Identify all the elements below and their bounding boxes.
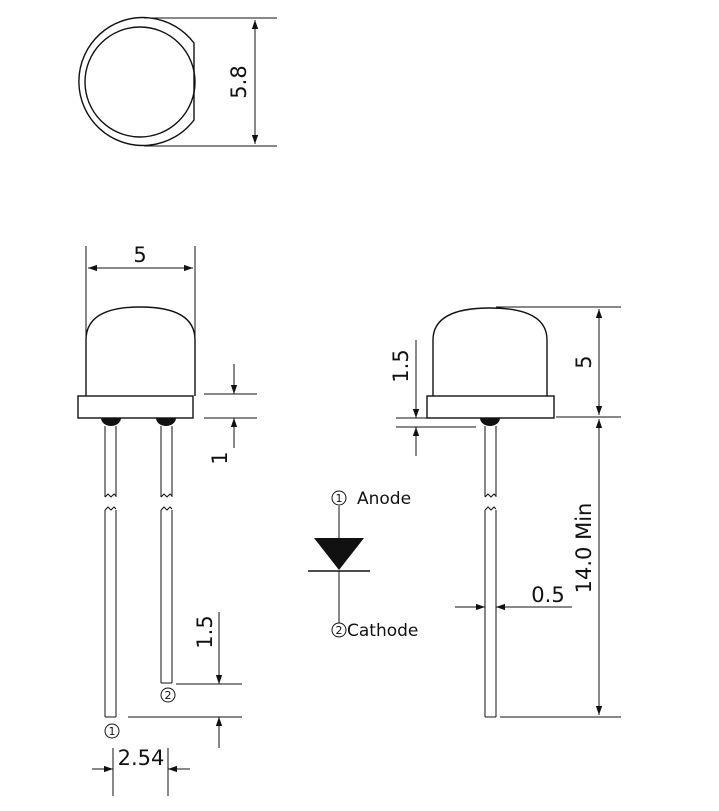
- front-lead-offset-label: 1.5: [193, 615, 217, 648]
- flange-side: [426, 395, 555, 419]
- lead-pin1: [104, 426, 117, 718]
- anode-marker: 1: [336, 492, 343, 505]
- pin2-marker: 2: [165, 689, 172, 702]
- led-body-side: [432, 307, 548, 396]
- lens-circle: [84, 26, 196, 138]
- lead-pin2: [160, 426, 173, 684]
- side-dome-label: 1.5: [389, 349, 413, 382]
- flange-outline: [78, 16, 195, 147]
- side-view: 1.5 5 14.0 Min 0.5: [389, 306, 621, 718]
- pin1-marker: 1: [109, 725, 116, 738]
- diode-triangle: [314, 538, 364, 570]
- led-body: [85, 306, 196, 396]
- lead-solder-bump-right: [156, 418, 176, 426]
- top-height-label: 5.8: [227, 65, 251, 98]
- cathode-marker: 2: [336, 624, 343, 637]
- diode-schematic: 1 Anode 2 Cathode: [308, 489, 418, 641]
- anode-label: Anode: [357, 489, 411, 509]
- front-pitch-label: 2.54: [118, 746, 165, 770]
- side-body-label: 5: [572, 355, 596, 368]
- lead-solder-bump-left: [101, 418, 121, 426]
- lead-solder-bump-side: [480, 418, 500, 426]
- side-lead-diameter-label: 0.5: [531, 583, 564, 607]
- top-view: 5.8: [78, 16, 277, 147]
- lead-side: [484, 426, 497, 718]
- front-flange-label: 1: [208, 451, 232, 464]
- front-width-label: 5: [133, 243, 146, 267]
- flange: [77, 395, 194, 419]
- front-view: 5 1 1.5 2 1 2.54: [77, 243, 257, 796]
- cathode-label: Cathode: [347, 621, 418, 641]
- side-lead-length-label: 14.0 Min: [572, 503, 596, 594]
